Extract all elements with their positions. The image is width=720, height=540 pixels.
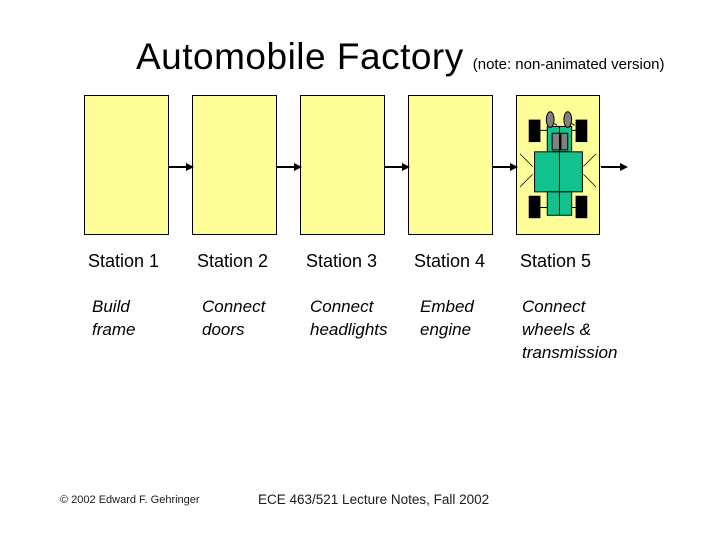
car-windshield-icon — [551, 132, 561, 151]
page-title: Automobile Factory — [136, 36, 464, 77]
flow-arrow-3-4 — [385, 163, 410, 171]
car-headlight-icon — [545, 111, 555, 128]
station-2-task: Connect doors — [202, 297, 266, 339]
station-4-label: Station 4 — [414, 251, 486, 271]
car-headlight-tick — [571, 123, 575, 126]
car-windshield-icon — [560, 132, 569, 151]
car-whisker-line — [583, 173, 597, 188]
car-wheel-icon — [575, 119, 588, 143]
car-whisker-line — [583, 153, 597, 167]
station-box-5 — [516, 95, 600, 235]
course-footer-text: ECE 463/521 Lecture Notes, Fall 2002 — [258, 492, 490, 507]
car-cabin — [534, 151, 583, 193]
flow-arrow-4-5 — [493, 163, 518, 171]
title-note: (note: non-animated version) — [472, 56, 665, 73]
station-box-1 — [84, 95, 169, 235]
flow-arrow-1-2 — [169, 163, 194, 171]
station-3-task: Connect headlights — [310, 297, 388, 339]
station-4-task: Embed engine — [420, 297, 474, 339]
car-headlight-icon — [563, 111, 573, 128]
title-row: Automobile Factory (note: non-animated v… — [136, 36, 665, 78]
car-top-view-icon — [519, 111, 597, 219]
car-wheel-icon — [575, 195, 588, 219]
car-wheel-icon — [528, 119, 541, 143]
station-1-task: Build frame — [92, 297, 136, 339]
station-box-2 — [192, 95, 277, 235]
car-wheel-icon — [528, 195, 541, 219]
station-2-label: Station 2 — [197, 251, 269, 271]
flow-arrow-2-3 — [277, 163, 302, 171]
flow-arrow-out — [601, 163, 628, 171]
car-headlight-tick — [553, 123, 558, 126]
station-box-4 — [408, 95, 493, 235]
car-whisker-line — [519, 173, 533, 188]
copyright-text: © 2002 Edward F. Gehringer — [60, 494, 200, 506]
station-box-3 — [300, 95, 385, 235]
car-whisker-line — [519, 153, 533, 167]
station-5-label: Station 5 — [520, 251, 592, 271]
station-5-task: Connect wheels & transmission — [522, 297, 618, 362]
station-1-label: Station 1 — [88, 251, 160, 271]
station-3-label: Station 3 — [306, 251, 378, 271]
